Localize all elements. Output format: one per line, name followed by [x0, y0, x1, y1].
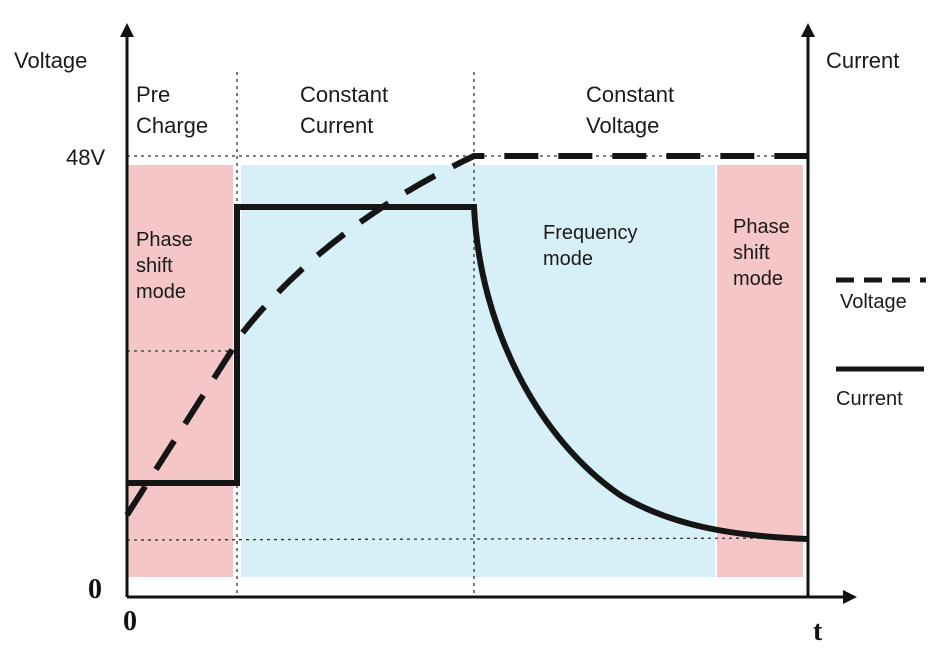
origin-x-label: 0 — [123, 606, 137, 637]
phase-cv-line2: Voltage — [586, 113, 659, 138]
mode-frequency-1: Frequency — [543, 222, 638, 244]
origin-y-label: 0 — [88, 574, 102, 605]
region-phase-shift-right — [717, 165, 803, 577]
mode-phase-shift-right-3: mode — [733, 268, 783, 290]
phase-pre-charge-line1: Pre — [136, 82, 170, 107]
voltage-48v-tick: 48V — [66, 145, 105, 170]
mode-frequency-2: mode — [543, 248, 593, 270]
right-axis-label: Current — [826, 48, 899, 73]
current-curve — [127, 204, 809, 542]
voltage-curve — [124, 153, 808, 517]
time-axis-label: t — [813, 616, 823, 647]
phase-cv-line1: Constant — [586, 82, 674, 107]
region-constant-current — [241, 165, 474, 577]
mode-phase-shift-right-1: Phase — [733, 216, 790, 238]
phase-cc-line2: Current — [300, 113, 373, 138]
legend: Voltage Current — [836, 277, 926, 410]
legend-voltage-label: Voltage — [840, 291, 907, 313]
mode-phase-shift-right-2: shift — [733, 242, 770, 264]
mode-phase-shift-left-3: mode — [136, 281, 186, 303]
guide-final-current — [126, 537, 809, 541]
phase-pre-charge-line2: Charge — [136, 113, 208, 138]
phase-cc-line1: Constant — [300, 82, 388, 107]
mode-phase-shift-left-2: shift — [136, 255, 173, 277]
mode-phase-shift-left-1: Phase — [136, 229, 193, 251]
legend-current-label: Current — [836, 388, 903, 410]
left-axis-label: Voltage — [14, 48, 87, 73]
